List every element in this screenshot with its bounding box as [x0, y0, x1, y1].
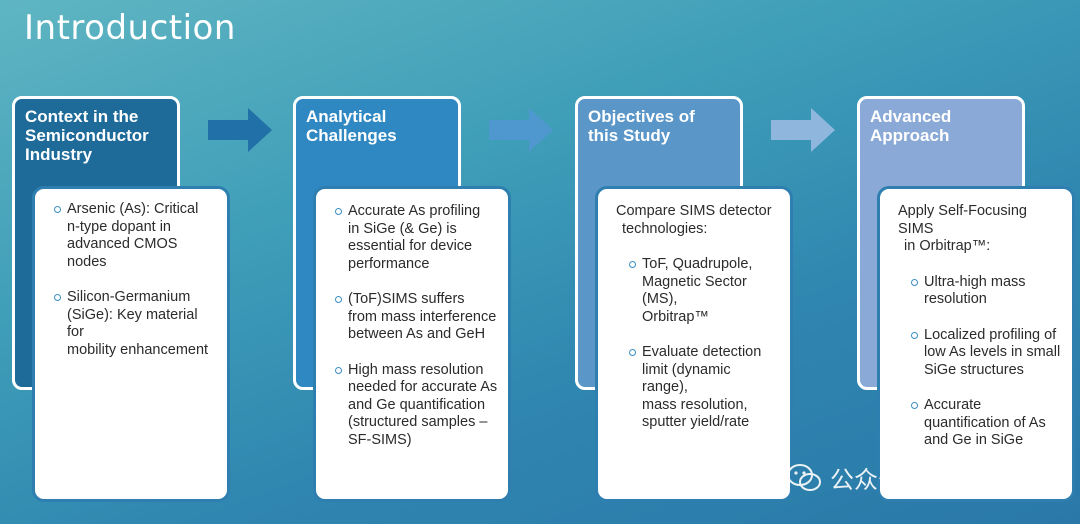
item-line: resolution	[924, 291, 987, 307]
item-line: and Ge quantification	[348, 396, 486, 413]
item-line: in Orbitrap™:	[904, 238, 991, 254]
item-line: in SiGe (& Ge) is	[348, 220, 457, 237]
column-header-line: Semiconductor	[25, 126, 149, 145]
bullet-item: Silicon-Germanium(SiGe): Key material fo…	[53, 289, 217, 359]
item-line: quantification of As	[924, 414, 1046, 431]
right-arrow-icon	[489, 108, 553, 152]
item-line: ToF, Quadrupole,	[642, 256, 753, 272]
item-line: Localized profiling of	[924, 326, 1057, 343]
item-line: sputter yield/rate	[642, 414, 750, 430]
item-line: SiGe structures	[924, 361, 1024, 378]
item-line: Accurate	[924, 397, 982, 413]
column-header-line: this Study	[588, 126, 671, 145]
item-line: from mass interference	[348, 308, 497, 325]
item-line: mass resolution,	[642, 396, 748, 413]
watermark-text: 公众号 · 芯联汇	[830, 466, 997, 494]
item-line: mobility enhancement	[67, 341, 209, 358]
item-line: technologies:	[622, 220, 708, 237]
column-header-line: Objectives of	[588, 107, 695, 126]
item-line: between As and GeH	[348, 326, 486, 342]
column-header-line: Context in the	[25, 107, 139, 126]
item-line: Compare SIMS detector	[616, 203, 772, 219]
item-line: SF-SIMS)	[348, 431, 412, 448]
item-line: advanced CMOS nodes	[67, 236, 178, 270]
item-line: Silicon-Germanium	[67, 289, 191, 305]
item-line: Accurate As profiling	[348, 203, 481, 219]
item-line: High mass resolution	[348, 361, 484, 378]
item-line: Orbitrap™	[642, 308, 709, 325]
item-line: performance	[348, 255, 430, 272]
item-line: Evaluate detection	[642, 344, 762, 360]
item-line: (structured samples –	[348, 414, 488, 430]
column-header-line: Advanced	[870, 107, 952, 126]
wechat-icon	[787, 463, 821, 491]
column-header-line: Approach	[870, 126, 950, 145]
item-line: Apply Self-Focusing SIMS	[898, 203, 1027, 237]
column-header-line: Challenges	[306, 126, 397, 145]
item-line: Magnetic Sector (MS),	[642, 273, 747, 308]
item-line: (SiGe): Key material for	[67, 306, 198, 341]
item-line: Ultra-high mass	[924, 273, 1026, 290]
item-line: (ToF)SIMS suffers	[348, 291, 465, 307]
item-line: needed for accurate As	[348, 379, 498, 395]
item-line: essential for device	[348, 238, 473, 254]
item-line: n-type dopant in	[67, 218, 171, 235]
column-header-line: Analytical	[306, 107, 387, 126]
item-line: and Ge in SiGe	[924, 432, 1024, 448]
bullet-item: ToF, Quadrupole,Magnetic Sector (MS),Orb…	[628, 256, 780, 326]
right-arrow-icon	[771, 108, 835, 152]
column-header-line: Industry	[25, 145, 93, 164]
item-line: limit (dynamic range),	[642, 361, 731, 396]
item-line: Arsenic (As): Critical	[67, 201, 199, 217]
watermark: 公众号 · 芯联汇	[786, 460, 997, 495]
right-arrow-icon	[208, 108, 272, 152]
item-line: low As levels in small	[924, 344, 1061, 360]
page-title: Introduction	[24, 8, 236, 48]
